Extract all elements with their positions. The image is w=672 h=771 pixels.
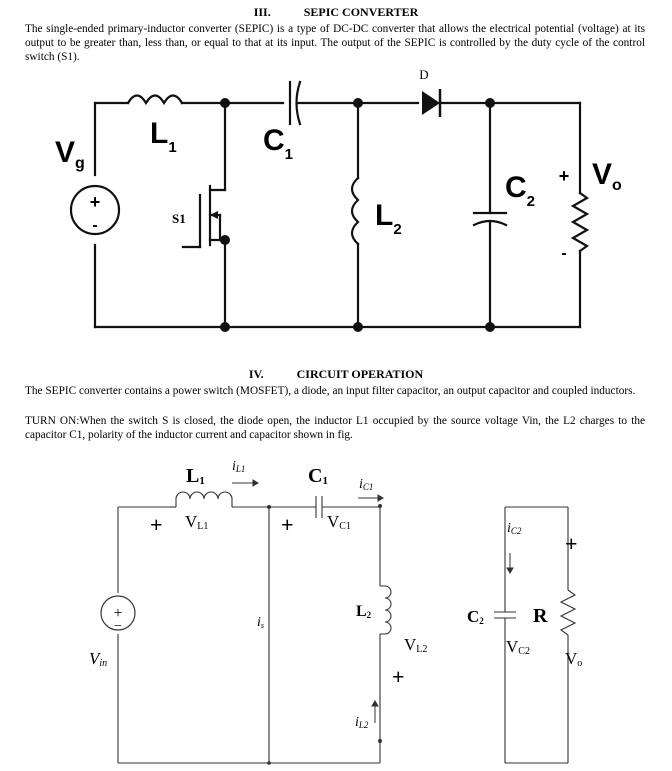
section-3-heading: III. SEPIC CONVERTER [0, 5, 672, 20]
fig2-vc1-label: VC1 [327, 512, 351, 532]
vg-plus-sign: + [90, 192, 101, 212]
fig2-vo-label: Vo [565, 649, 582, 669]
l2-coil [380, 585, 392, 635]
diode-label: D [419, 67, 428, 82]
vo-minus-sign: - [561, 245, 566, 262]
fig2-ic1-label: iC1 [359, 477, 373, 492]
fig2-vl2-label: VL2 [404, 635, 427, 655]
fig2-vin-label: Vin [89, 649, 107, 669]
section-3-number: III. [253, 5, 271, 19]
fig2-c1-label: C1 [308, 465, 328, 487]
vin-source-symbol [100, 595, 136, 631]
fig2-il1-label: iL1 [232, 459, 245, 474]
section-4-paragraph-1: The SEPIC converter contains a power swi… [25, 385, 636, 397]
junction-dots [220, 98, 495, 332]
fig2-ic2-label: iC2 [507, 521, 522, 536]
diode-symbol [422, 91, 440, 115]
load-resistor [570, 191, 590, 253]
fig2-source-minus: − [114, 619, 122, 634]
vo-plus-sign: + [559, 166, 570, 186]
fig2-l2-label: L2 [356, 603, 372, 620]
fig2-vl1-plus: + [150, 512, 163, 537]
fig2-vc2-label: VC2 [506, 637, 530, 657]
r-zigzag [559, 589, 577, 636]
l2-label: L2 [375, 199, 402, 238]
section-4-number: IV. [248, 367, 264, 381]
l2-inductor [350, 176, 360, 246]
l1-label: L1 [150, 117, 177, 156]
c2-label: C2 [505, 171, 535, 210]
figure-2-background [95, 448, 590, 766]
switch-label: S1 [172, 211, 186, 226]
l1-inductor [126, 94, 184, 106]
section-4-title: CIRCUIT OPERATION [296, 367, 424, 381]
vo-label: Vo [592, 158, 622, 194]
section-4-paragraph-2: TURN ON:When the switch S is closed, the… [25, 415, 645, 441]
l1-coil [175, 491, 233, 507]
fig2-vc1-plus: + [281, 512, 294, 537]
sepic-schematic: Vg + - L1 C1 D S1 L2 C2 + - Vo [55, 67, 622, 332]
fig2-vl2-plus: + [392, 664, 405, 689]
fig2-r-label: R [533, 605, 548, 627]
fig2-vl1-label: VL1 [185, 512, 208, 532]
vg-label: Vg [55, 136, 85, 172]
section-4-heading: IV. CIRCUIT OPERATION [0, 367, 672, 382]
figure-2-dots [267, 504, 382, 765]
fig2-c2-label: C2 [467, 607, 484, 626]
section-3-paragraph: The single-ended primary-inductor conver… [25, 23, 645, 63]
fig2-source-plus: + [113, 605, 122, 622]
fig2-il2-label: iL2 [355, 715, 369, 730]
fig2-l1-label: L1 [186, 465, 205, 487]
fig2-is-label: is [257, 615, 264, 630]
c1-label: C1 [263, 124, 293, 163]
fig2-vo-plus: + [565, 531, 578, 556]
vg-source-symbol [69, 184, 121, 236]
section-3-title: SEPIC CONVERTER [303, 5, 419, 19]
vg-minus-sign: - [92, 217, 97, 234]
